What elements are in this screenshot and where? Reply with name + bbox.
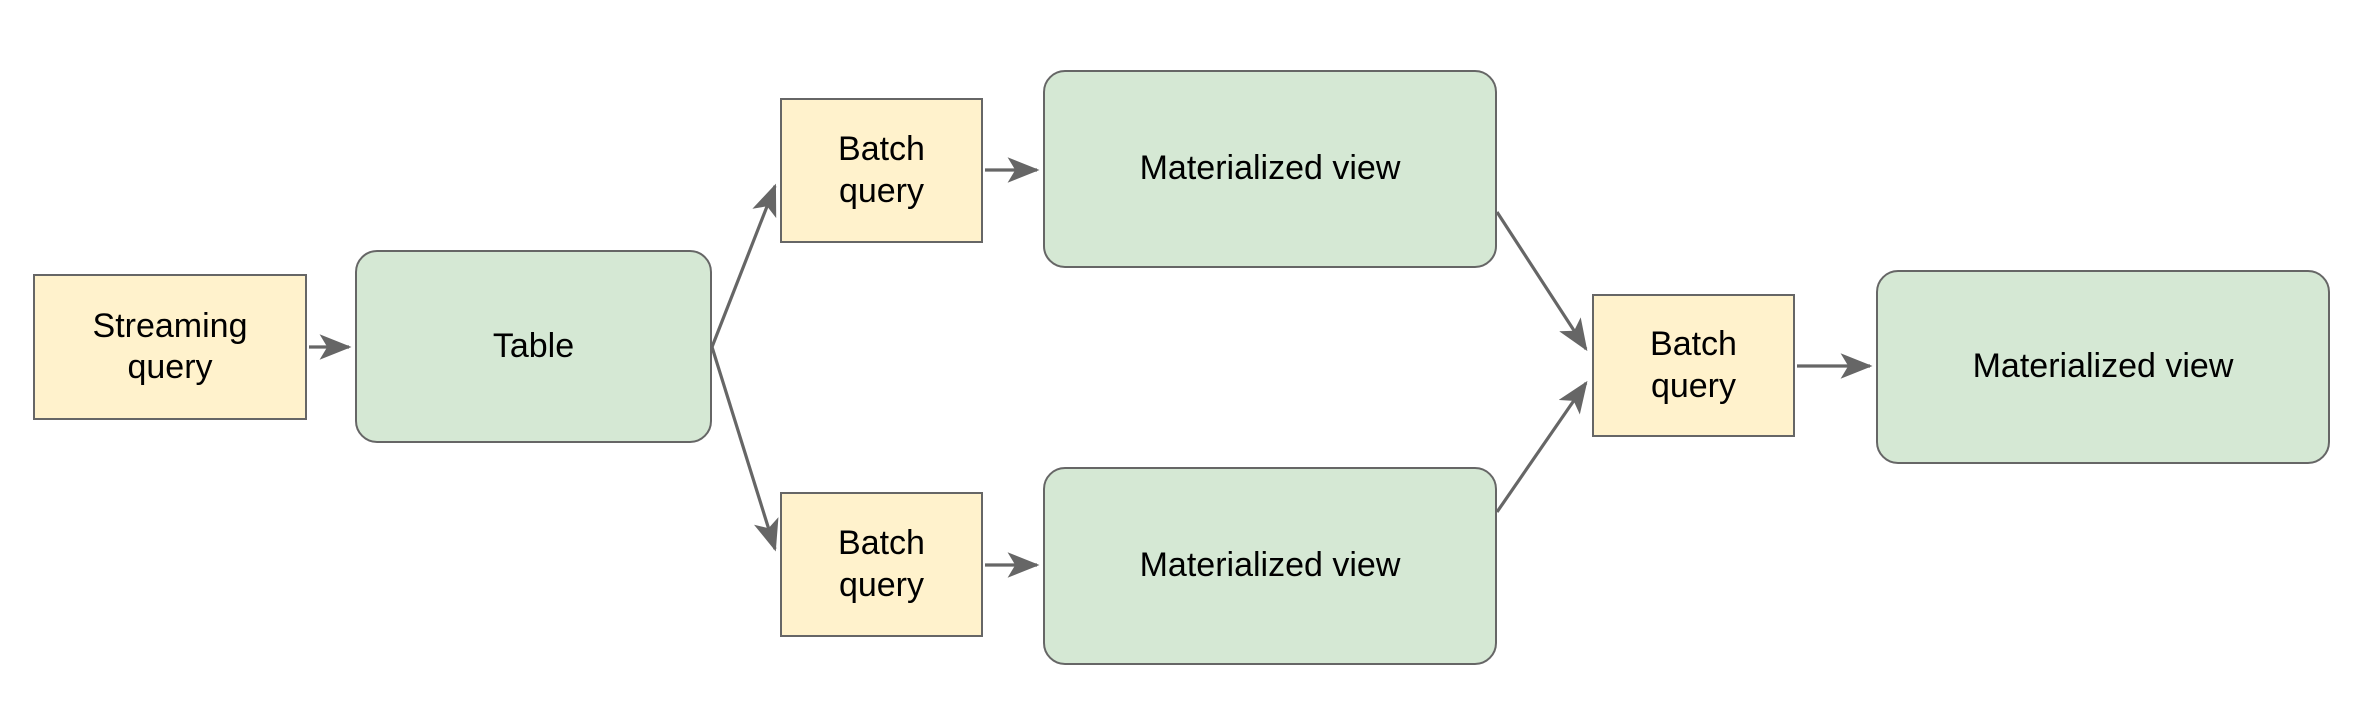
edge-materialized-view-top-to-batch-query-final [1495,211,1588,352]
node-materialized-view-bottom[interactable]: Materialized view [1043,467,1497,665]
node-batch-query-top-label: Batch query [838,130,925,210]
node-materialized-view-final-label: Materialized view [1972,347,2234,386]
node-table[interactable]: Table [355,250,712,443]
node-streaming-query[interactable]: Streaming query [33,274,307,420]
node-materialized-view-bottom-label: Materialized view [1139,546,1401,585]
node-batch-query-final-label: Batch query [1650,325,1737,405]
node-streaming-query-label: Streaming query [92,306,248,386]
node-batch-query-final[interactable]: Batch query [1592,294,1795,437]
edge-table-to-batch-query-bottom [710,346,779,552]
node-materialized-view-top-label: Materialized view [1139,149,1401,188]
node-batch-query-bottom-label: Batch query [838,524,925,604]
node-materialized-view-top[interactable]: Materialized view [1043,70,1497,268]
node-batch-query-top[interactable]: Batch query [780,98,983,243]
node-table-label: Table [492,326,575,365]
edge-materialized-view-bottom-to-batch-query-final [1495,380,1588,513]
node-batch-query-bottom[interactable]: Batch query [780,492,983,637]
node-materialized-view-final[interactable]: Materialized view [1876,270,2330,464]
edge-table-to-batch-query-top [710,183,777,348]
